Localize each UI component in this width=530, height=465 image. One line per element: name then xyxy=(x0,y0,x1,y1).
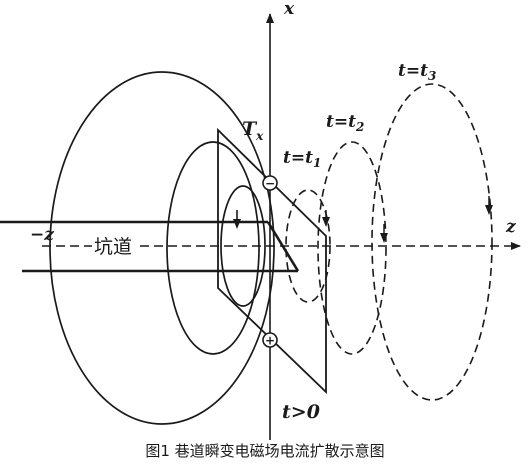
dashed-loop-t2 xyxy=(317,141,387,355)
solid-current-loop-large xyxy=(49,71,275,425)
dashed-loop-t1 xyxy=(285,189,331,303)
positive-terminal xyxy=(262,332,278,348)
z-axis-label: z xyxy=(505,217,516,237)
time-label-t1: t=t1 xyxy=(283,148,321,170)
transmitter-loop-plane xyxy=(217,127,327,395)
solid-current-loop-medium xyxy=(166,141,260,355)
time-condition-label: t>0 xyxy=(282,401,320,423)
dashed-loop-t3 xyxy=(371,83,493,401)
time-label-t2: t=t2 xyxy=(326,112,364,134)
figure-caption: 图1 巷道瞬变电磁场电流扩散示意图 xyxy=(145,442,384,460)
negative-terminal xyxy=(262,175,278,191)
negative-terminal-symbol: − xyxy=(265,177,275,191)
tunnel-label: 坑道 xyxy=(94,236,132,258)
transmitter-label: Tx xyxy=(242,118,264,143)
x-axis-label: x xyxy=(283,0,295,19)
solid-current-loop-small xyxy=(220,185,266,307)
time-label-t3: t=t3 xyxy=(398,61,436,83)
tunnel-label-bg xyxy=(92,235,140,257)
neg-z-axis-label: −z xyxy=(30,225,54,245)
positive-terminal-symbol: + xyxy=(265,334,275,348)
